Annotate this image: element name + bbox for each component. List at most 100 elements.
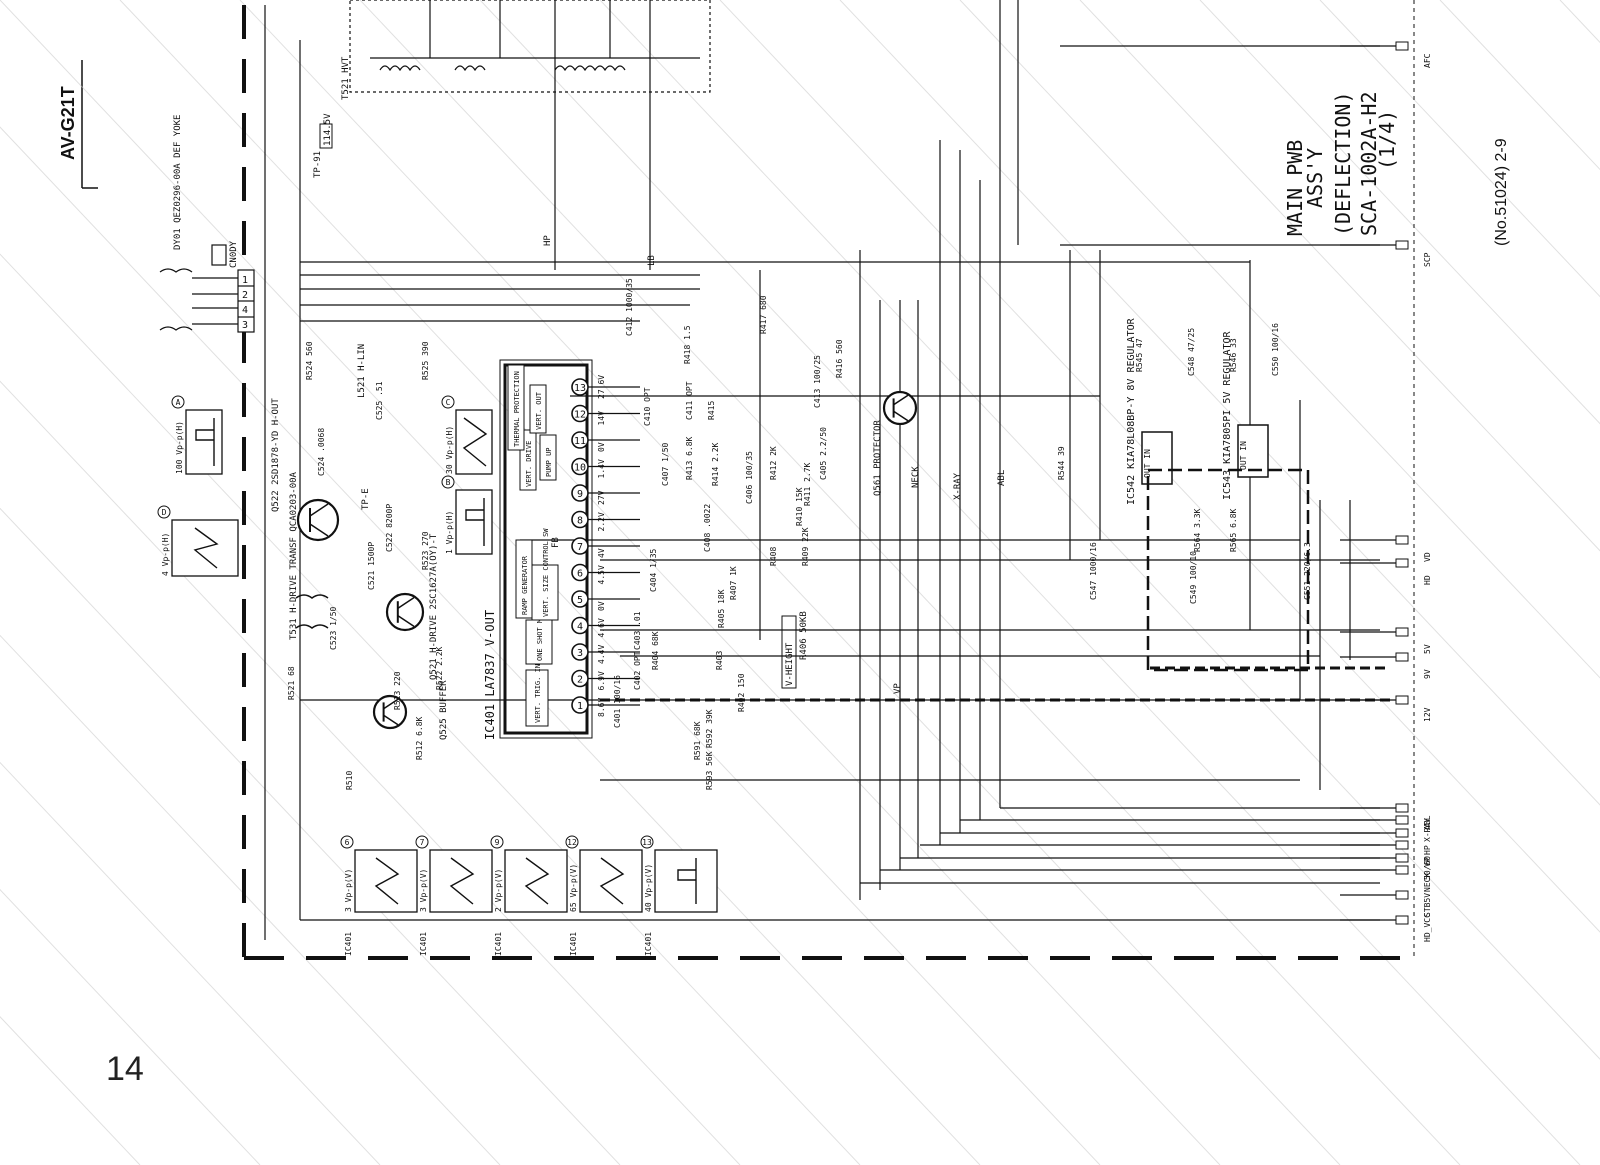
t521-label: T521 HVT xyxy=(341,56,351,100)
connector-label: 12V xyxy=(1423,707,1432,722)
transistor-collector xyxy=(383,698,399,710)
ic543-regulator: OUT IN xyxy=(1237,424,1269,478)
ic401-pin-voltage: 14V xyxy=(597,411,606,426)
waveform-tag: D xyxy=(162,508,167,517)
transistor-emitter xyxy=(309,523,329,537)
resistor-label: R546 33 xyxy=(1229,338,1238,372)
fb-label: FB xyxy=(551,537,561,548)
connector-terminal xyxy=(1395,890,1409,900)
connector-terminal xyxy=(1395,41,1409,51)
hatch-line xyxy=(1079,0,1600,552)
connector-terminal xyxy=(1395,815,1409,825)
ic401-pin-number: 5 xyxy=(577,595,583,606)
ic401-pin-voltage: 4V xyxy=(597,548,606,558)
capacitor-label: C411 OPT xyxy=(685,381,694,420)
capacitor-label: C522 8200P xyxy=(385,504,394,552)
waveform-box xyxy=(579,849,643,913)
connector-terminal xyxy=(1395,915,1409,925)
connector-terminal xyxy=(1395,558,1409,568)
waveform-box xyxy=(455,489,493,555)
waveform-box xyxy=(354,849,418,913)
ic401-block-box xyxy=(529,384,547,434)
resistor-label: R402 150 xyxy=(737,673,746,712)
connector-terminal xyxy=(1395,695,1409,705)
ic401-block-label: ONE SHOT MULTI xyxy=(536,602,544,661)
svg-text:OUT IN: OUT IN xyxy=(1143,449,1152,478)
hatch-line xyxy=(359,0,1461,1165)
waveform-trace xyxy=(465,498,485,546)
cn0dy-label: CN0DY xyxy=(229,240,239,268)
resistor-label: R565 6.8K xyxy=(1229,508,1238,552)
hatch-line xyxy=(599,0,1600,1060)
ic401-block-box xyxy=(507,364,525,451)
ic401-pin-number: 2 xyxy=(577,675,583,686)
capacitor-label: C408 .0022 xyxy=(703,504,712,552)
ic401-block-box xyxy=(539,434,557,481)
connector-label: 50/60 xyxy=(1423,856,1432,880)
waveform-amplitude: 30 Vp-p(H) xyxy=(445,426,454,474)
resistor-label: R408 xyxy=(769,547,778,566)
capacitor-label: C549 100/10 xyxy=(1189,551,1198,604)
hatch-line xyxy=(0,634,501,1165)
connector-terminal xyxy=(1395,803,1409,813)
ic401-pin-voltage: 0V xyxy=(597,442,606,452)
ic401-pin-number: 9 xyxy=(577,489,583,500)
waveform-tag: 6 xyxy=(345,838,350,847)
connector-terminal xyxy=(1395,865,1409,875)
connector-label: ABL xyxy=(1423,815,1432,830)
connector-label: AFC xyxy=(1423,53,1432,68)
waveform-tag-circle xyxy=(640,835,654,849)
resistor-label: R525 390 xyxy=(421,341,430,380)
waveform-tag-circle xyxy=(340,835,354,849)
connector-label: HD_VCC xyxy=(1423,913,1432,942)
capacitor-label: C524 .0068 xyxy=(317,428,326,476)
ic401-pin-voltage: 8.6V xyxy=(597,698,606,717)
resistor-label: R413 6.8K xyxy=(685,436,694,480)
capacitor-label: C403 .01 xyxy=(633,611,642,650)
ic401-pin-number: 3 xyxy=(577,648,583,659)
waveform-trace xyxy=(374,857,400,905)
transistor-symbol xyxy=(372,694,408,730)
hatch-line xyxy=(1319,0,1600,298)
ic401-pin-voltage: 0V xyxy=(597,601,606,611)
resistor-label: R545 47 xyxy=(1135,338,1144,372)
waveform-tag: B xyxy=(446,478,451,487)
capacitor-label: C523 1/50 xyxy=(329,606,338,650)
connector-label: HP xyxy=(1423,845,1432,855)
regulator-dashed-box xyxy=(1146,468,1310,672)
xray-label: X-RAY xyxy=(953,472,963,500)
abl-label: ABL xyxy=(997,470,1007,486)
waveform-ic-ref: IC401 xyxy=(494,932,503,956)
resistor-label: R592 39K xyxy=(705,709,714,748)
connector-label: 9V xyxy=(1423,669,1432,679)
waveform-tag-circle xyxy=(490,835,504,849)
waveform-tag-circle xyxy=(171,395,185,409)
doc-ref: (No.51024) 2-9 xyxy=(1493,138,1510,246)
waveform-tag-circle xyxy=(441,475,455,489)
board-title-line4: SCA-1002A-H2 xyxy=(1357,92,1381,237)
resistor-label: R544 39 xyxy=(1057,446,1066,480)
capacitor-label: C413 100/25 xyxy=(813,355,822,408)
waveform-ic-ref: IC401 xyxy=(569,932,578,956)
capacitor-label: C521 1500P xyxy=(367,542,376,590)
ic401-block-box xyxy=(531,564,559,621)
resistor-label: R409 22K xyxy=(801,527,810,566)
ic401-pin-voltage: 4.6V xyxy=(597,618,606,637)
ic401-block-label: RAMP GENERATOR xyxy=(521,555,529,615)
waveform-tag: A xyxy=(176,398,181,407)
transistor-symbol xyxy=(385,592,425,632)
waveform-tag: C xyxy=(446,398,451,407)
hatch-line xyxy=(0,126,981,1165)
capacitor-label: C547 1000/16 xyxy=(1089,542,1098,600)
vp-label: VP xyxy=(893,683,903,694)
board-border xyxy=(242,5,1410,960)
hatch-line xyxy=(479,0,1581,1165)
resistor-label: R411 2.7K xyxy=(803,462,812,506)
svg-text:3: 3 xyxy=(242,320,248,331)
svg-text:OUT IN: OUT IN xyxy=(1239,441,1248,470)
connector-terminal xyxy=(1395,535,1409,545)
connector-label: VD xyxy=(1423,552,1432,562)
deflection-yoke xyxy=(159,244,255,333)
model-tag: AV-G21T xyxy=(38,60,98,200)
